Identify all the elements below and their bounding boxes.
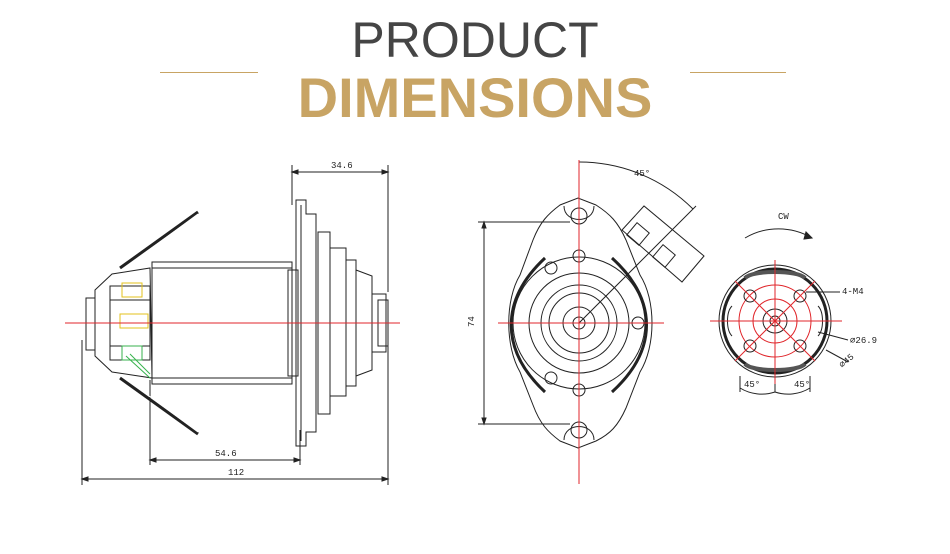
front-angle-label: 45° — [634, 169, 650, 179]
heading-rule-right — [690, 72, 786, 73]
heading-rule-left — [160, 72, 258, 73]
heading-product: PRODUCT — [351, 12, 599, 68]
heading-dimensions: DIMENSIONS — [297, 66, 653, 129]
dim-can-length: 54.6 — [215, 449, 237, 459]
dim-overall-length: 112 — [228, 468, 244, 478]
front-angle-arc — [578, 161, 694, 210]
angle-left-label: 45° — [744, 380, 760, 390]
front-angle-leader — [578, 205, 697, 324]
diameter-large-label: ⌀45 — [838, 352, 857, 370]
side-view — [80, 165, 390, 485]
dim-flange-to-shaft: 34.6 — [331, 161, 353, 171]
diameter-small-label: ⌀26.9 — [850, 336, 877, 346]
rear-diagonal-b — [734, 280, 816, 362]
holes-label: 4-M4 — [842, 287, 864, 297]
front-height-label: 74 — [467, 316, 477, 327]
angle-right-label: 45° — [794, 380, 810, 390]
rotation-label: CW — [778, 212, 789, 222]
rear-view — [718, 228, 849, 395]
